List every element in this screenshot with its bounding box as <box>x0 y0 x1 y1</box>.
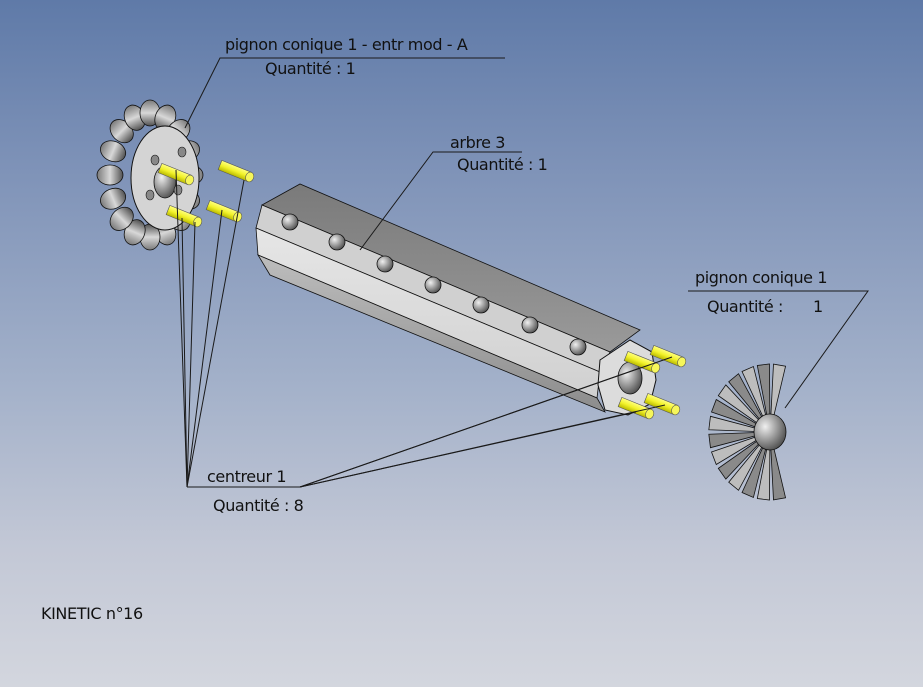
shaft-hole <box>281 213 299 231</box>
centering-pins[interactable] <box>157 159 687 420</box>
gear-tooth <box>728 373 771 433</box>
gear-tooth <box>109 206 134 231</box>
shaft-hole <box>521 316 539 334</box>
centering-pin[interactable] <box>643 392 681 416</box>
gear-tooth <box>728 431 771 491</box>
gear-tooth <box>100 187 127 210</box>
centering-pin[interactable] <box>165 204 203 228</box>
gear-tooth <box>100 140 127 163</box>
leader-shaft <box>359 151 522 251</box>
gear-teeth <box>96 99 204 251</box>
label-gear-right-quantity-label: Quantité : <box>707 297 783 316</box>
centering-pin[interactable] <box>157 162 195 186</box>
leader-pin <box>299 404 666 488</box>
gear-tooth <box>717 384 771 433</box>
octagonal-shaft[interactable] <box>255 183 657 416</box>
centering-pin[interactable] <box>617 396 655 420</box>
bevel-gear-left[interactable] <box>96 99 204 251</box>
leader-pin <box>186 209 223 488</box>
label-gear-left-name: pignon conique 1 - entr mod - A <box>225 35 468 54</box>
pin-hole <box>177 146 187 158</box>
leader-lines <box>175 57 869 488</box>
shaft-hole <box>472 296 490 314</box>
centering-pin[interactable] <box>623 350 661 374</box>
label-shaft-quantity: Quantité : 1 <box>457 155 548 174</box>
pin-hole <box>150 154 160 166</box>
shaft-hole <box>328 233 346 251</box>
label-pins-name: centreur 1 <box>207 467 287 486</box>
bevel-gear-right[interactable] <box>708 363 787 501</box>
label-gear-left-quantity: Quantité : 1 <box>265 59 356 78</box>
centering-pin[interactable] <box>217 159 255 183</box>
shaft-hole <box>376 255 394 273</box>
gear-tooth <box>717 431 771 480</box>
leader-pin <box>186 221 196 488</box>
gear-tooth <box>96 164 124 186</box>
shaft-face-lower <box>257 254 606 413</box>
pin-hole <box>145 189 155 201</box>
centering-pin[interactable] <box>649 344 687 368</box>
shaft-hole <box>424 276 442 294</box>
label-gear-right-name: pignon conique 1 <box>695 268 828 287</box>
shaft-hole <box>569 338 587 356</box>
label-gear-right-quantity-value: 1 <box>813 297 823 316</box>
leader-gear-left <box>184 57 505 129</box>
shaft-holes <box>281 213 587 356</box>
leader-pin <box>299 356 673 488</box>
gear-hub <box>753 413 787 451</box>
label-shaft-name: arbre 3 <box>450 133 506 152</box>
label-pins-quantity: Quantité : 8 <box>213 496 304 515</box>
pin-hole <box>173 184 183 196</box>
leader-gear-right <box>688 290 869 409</box>
drawing-title: KINETIC n°16 <box>41 604 143 623</box>
leader-pin <box>181 217 188 488</box>
leader-pin <box>175 169 188 488</box>
leader-pin <box>186 179 245 488</box>
shaft-bore <box>617 361 643 395</box>
